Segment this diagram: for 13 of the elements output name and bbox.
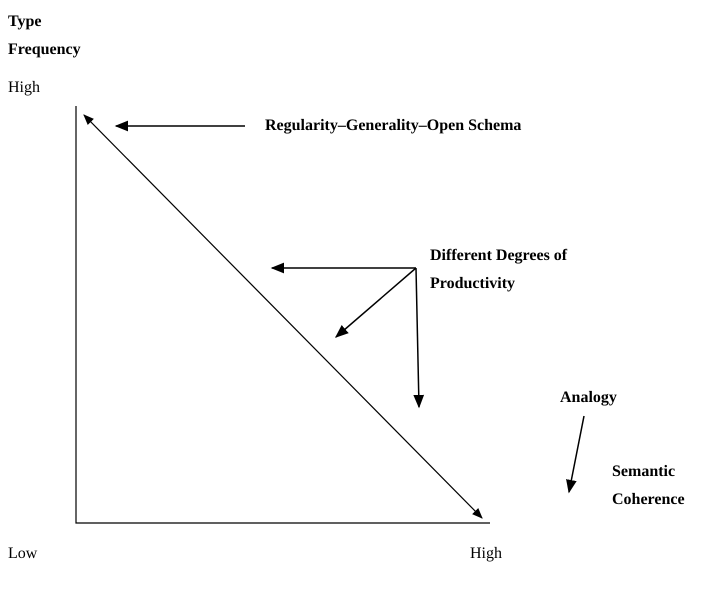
axis-tick-label: High [8, 78, 41, 98]
leader-arrow [334, 267, 416, 338]
annotation-text: Different Degrees of Productivity [430, 242, 600, 298]
axis-tick-label: Low [8, 544, 38, 564]
leader-arrow [114, 120, 245, 132]
leader-arrow [566, 416, 585, 494]
leader-arrow [413, 268, 424, 408]
axis-tick-label: High [470, 544, 503, 564]
axis-title: Semantic Coherence [612, 462, 686, 510]
axis-title: Type Frequency [8, 12, 82, 60]
annotation-text: Analogy [560, 384, 640, 412]
leader-arrow [270, 262, 416, 274]
annotation-text: Regularity–Generality–Open Schema [265, 112, 565, 140]
